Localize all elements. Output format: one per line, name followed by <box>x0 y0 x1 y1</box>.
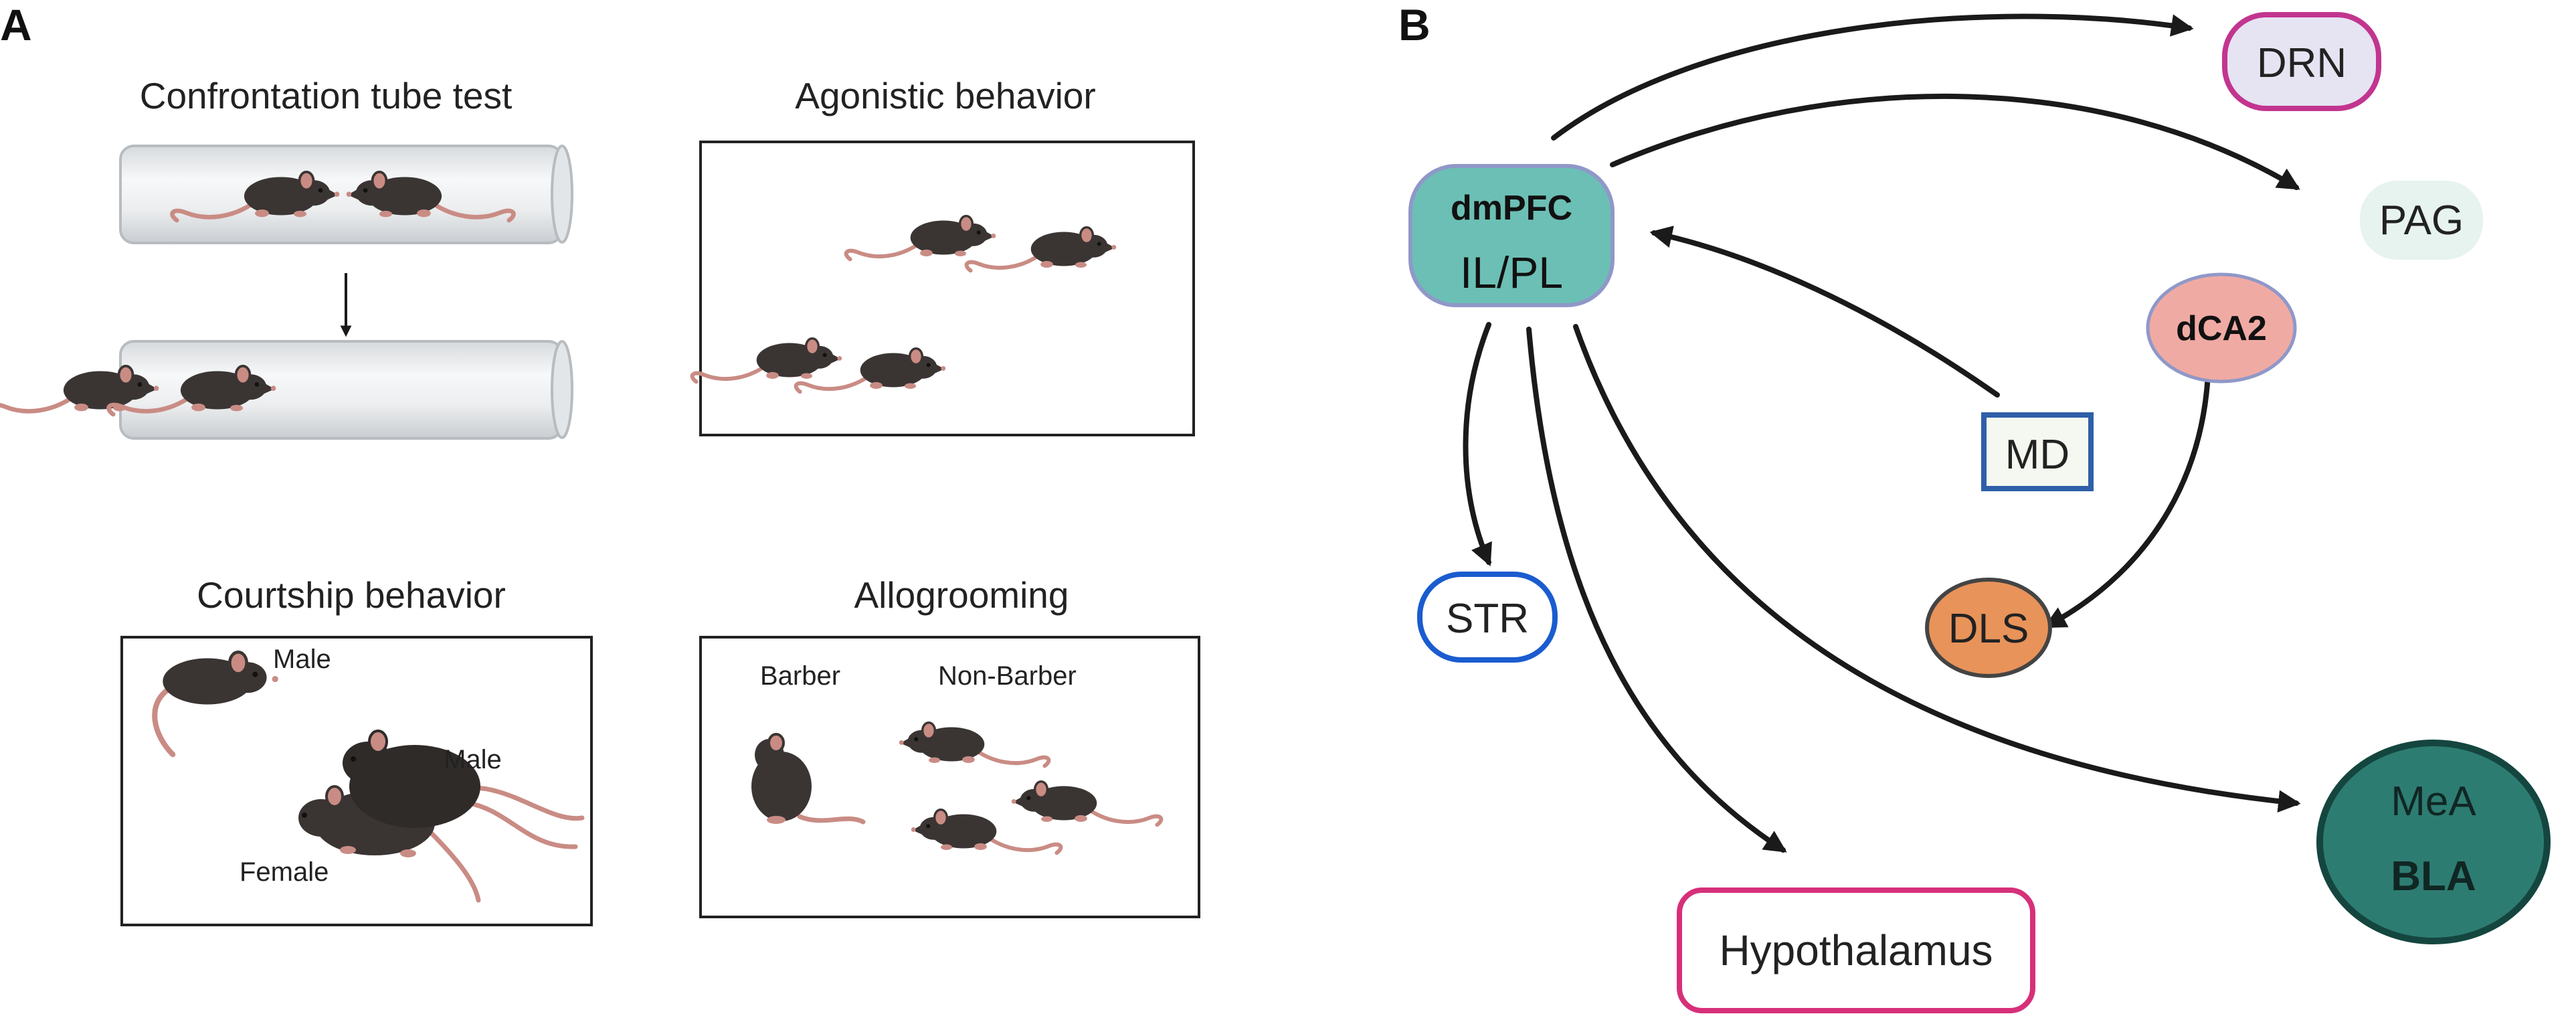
connection-arrows <box>1463 13 2301 853</box>
arrow-dmpfc-to-hypothalamus <box>1526 327 1787 853</box>
node-dmpfc-shape <box>1408 164 1615 307</box>
tube-test-title: Confrontation tube test <box>140 75 512 116</box>
node-mea-bla-shape <box>2316 740 2551 944</box>
node-pag-label: PAG <box>2379 197 2464 244</box>
male-mouse-icon <box>152 651 278 758</box>
panel-a-label: A <box>0 0 32 50</box>
node-str: STR <box>1417 572 1558 663</box>
node-dls-label: DLS <box>1948 606 2029 652</box>
node-md-label: MD <box>2005 432 2069 478</box>
male-label-2: Male <box>444 745 502 774</box>
node-dca2: dCA2 <box>2146 272 2297 384</box>
arrow-dmpfc-to-pag <box>1610 93 2300 190</box>
barber-label: Barber <box>760 661 840 691</box>
mating-mice-icon <box>298 730 585 903</box>
node-str-label: STR <box>1446 596 1529 642</box>
node-hypothalamus: Hypothalamus <box>1677 887 2035 1013</box>
agonistic-box <box>699 141 1195 436</box>
arrow-md-to-dmpfc <box>1649 226 2000 398</box>
node-dmpfc: dmPFC IL/PL <box>1408 164 1615 307</box>
arrow-dca2-to-dls <box>2043 372 2211 628</box>
node-dls: DLS <box>1925 578 2052 678</box>
node-md: MD <box>1981 412 2094 491</box>
node-mea-bla: MeA BLA <box>2316 740 2551 944</box>
node-hypothalamus-shape <box>1677 887 2035 1013</box>
node-drn: DRN <box>2222 12 2381 111</box>
allogrooming-section: Allogrooming Barber Non-Barber <box>699 574 1200 918</box>
node-pag-shape <box>2360 181 2483 260</box>
male-label-1: Male <box>273 645 331 674</box>
tube-test-section: Confrontation tube test <box>0 75 573 440</box>
courtship-section: Courtship behavior Male <box>120 574 593 926</box>
node-dls-shape <box>1925 578 2052 678</box>
arrow-dmpfc-to-drn <box>1551 13 2194 141</box>
node-str-shape <box>1417 572 1558 663</box>
tube-top <box>119 145 573 244</box>
female-label: Female <box>240 857 329 887</box>
node-mea-bla-line1: MeA <box>2391 778 2476 825</box>
node-dca2-shape <box>2146 272 2297 384</box>
node-md-shape <box>1981 412 2094 491</box>
allogrooming-title: Allogrooming <box>854 574 1069 616</box>
panel-b: B dmPFC IL/PL DRN PAG <box>1398 0 2551 1013</box>
node-drn-label: DRN <box>2257 40 2347 86</box>
panel-a: A Confrontation tube test Agonistic beha… <box>0 0 1200 926</box>
agonistic-title: Agonistic behavior <box>795 75 1095 116</box>
tube-bottom <box>0 340 573 440</box>
node-dmpfc-line1: dmPFC <box>1451 189 1572 228</box>
non-barber-label: Non-Barber <box>938 661 1077 691</box>
node-drn-shape <box>2222 12 2381 111</box>
arrow-dmpfc-to-mea-bla <box>1573 324 2301 813</box>
agonistic-section: Agonistic behavior <box>693 75 1195 436</box>
node-mea-bla-line2: BLA <box>2391 853 2476 900</box>
node-dca2-label: dCA2 <box>2176 309 2267 348</box>
panel-b-label: B <box>1398 0 1431 50</box>
node-hypothalamus-label: Hypothalamus <box>1719 926 1993 974</box>
node-pag: PAG <box>2360 181 2483 260</box>
barber-mouse-icon <box>751 733 866 825</box>
courtship-title: Courtship behavior <box>197 574 506 616</box>
arrow-dmpfc-to-str <box>1463 322 1492 567</box>
node-dmpfc-line2: IL/PL <box>1460 248 1563 297</box>
